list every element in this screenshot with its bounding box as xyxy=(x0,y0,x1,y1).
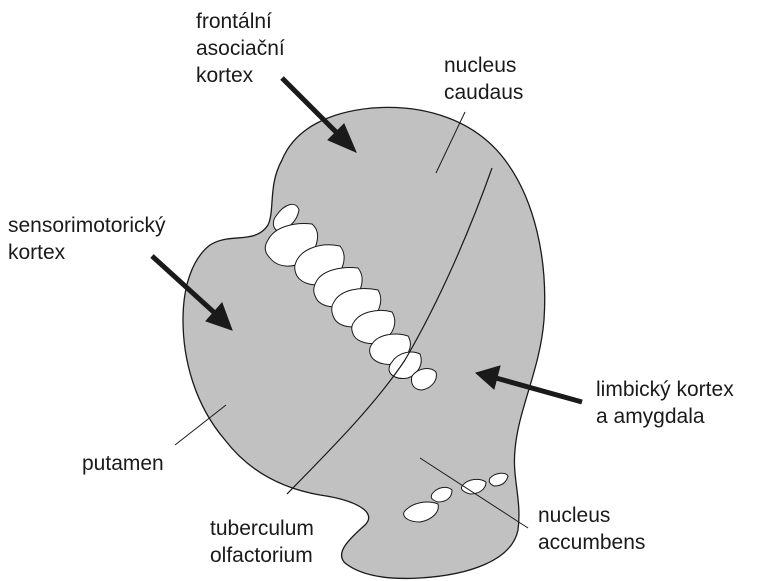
label-accumbens-line-1: nucleus xyxy=(538,502,645,529)
label-putamen-line-1: putamen xyxy=(82,450,164,477)
label-limbic-line-2: a amygdala xyxy=(596,403,734,430)
label-tuberculum-line-2: olfactorium xyxy=(210,542,314,569)
label-caudate-line-2: caudaus xyxy=(444,79,523,106)
label-tuberculum: tuberculum olfactorium xyxy=(210,515,314,569)
label-frontal-line-1: frontální xyxy=(196,8,285,35)
label-putamen: putamen xyxy=(82,450,164,477)
label-frontal-line-2: asociační xyxy=(196,35,285,62)
label-frontal-cortex: frontální asociační kortex xyxy=(196,8,285,89)
label-caudate: nucleus caudaus xyxy=(444,52,523,106)
label-caudate-line-1: nucleus xyxy=(444,52,523,79)
label-frontal-line-3: kortex xyxy=(196,62,285,89)
label-sensorimotor-cortex: sensorimotorický kortex xyxy=(8,212,166,266)
label-accumbens-line-2: accumbens xyxy=(538,529,645,556)
label-accumbens: nucleus accumbens xyxy=(538,502,645,556)
label-sensorimotor-line-1: sensorimotorický xyxy=(8,212,166,239)
label-limbic-line-1: limbický kortex xyxy=(596,376,734,403)
label-tuberculum-line-1: tuberculum xyxy=(210,515,314,542)
label-limbic-cortex: limbický kortex a amygdala xyxy=(596,376,734,430)
label-sensorimotor-line-2: kortex xyxy=(8,239,166,266)
